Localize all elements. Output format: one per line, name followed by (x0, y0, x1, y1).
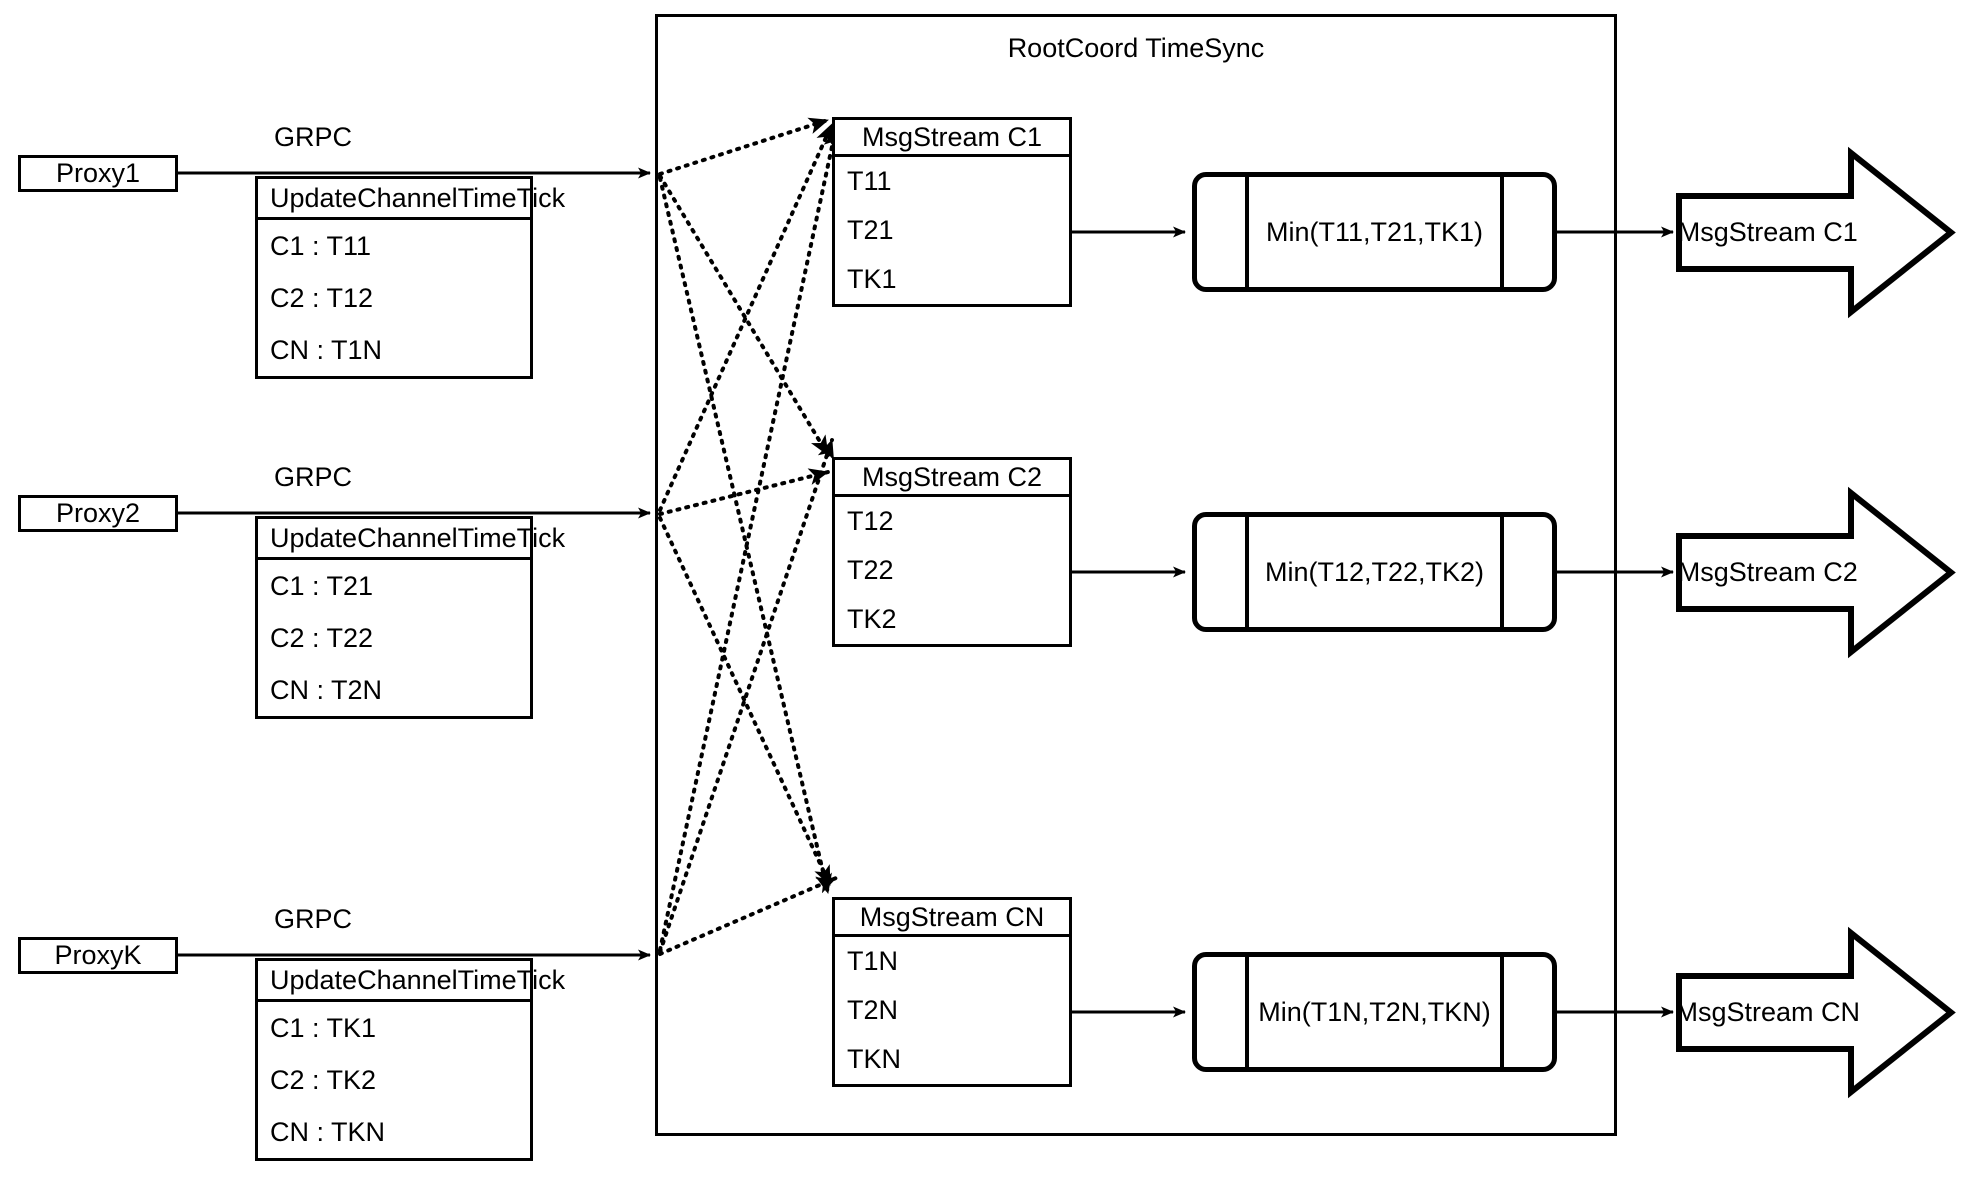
rootcoord-timesync-container (655, 14, 1617, 1136)
proxy-box-2[interactable]: Proxy2 (18, 495, 178, 532)
msgstream-row: TKN (847, 1044, 901, 1074)
msgstream-row: TK1 (847, 264, 897, 294)
msgstream-row: T12 (847, 506, 894, 536)
processor-divider-left (1245, 517, 1249, 627)
msgstream-title-c1: MsgStream C1 (835, 120, 1069, 157)
request-record-row: C2 : T12 (270, 282, 374, 313)
msgstream-row: TK2 (847, 604, 897, 634)
msgstream-body-c2: T12 T22 TK2 (835, 497, 1069, 644)
request-record-body-k: C1 : TK1 C2 : TK2 CN : TKN (258, 1002, 530, 1158)
processor-divider-right (1500, 957, 1504, 1067)
msgstream-row: T1N (847, 946, 899, 976)
grpc-label-k: GRPC (253, 904, 373, 935)
msgstream-row: T21 (847, 215, 894, 245)
processor-divider-left (1245, 957, 1249, 1067)
msgstream-record-cn: MsgStream CN T1N T2N TKN (832, 897, 1072, 1087)
msgstream-row: T11 (847, 166, 892, 196)
request-record-row: CN : TKN (270, 1116, 386, 1147)
rootcoord-timesync-title: RootCoord TimeSync (1007, 33, 1265, 63)
request-record-title-k: UpdateChannelTimeTick (258, 961, 565, 1002)
min-processor-c1: Min(T11,T21,TK1) (1192, 172, 1557, 292)
request-record-row: C1 : T21 (270, 570, 374, 601)
msgstream-record-c1: MsgStream C1 T11 T21 TK1 (832, 117, 1072, 307)
min-processor-label-c1: Min(T11,T21,TK1) (1265, 216, 1484, 247)
processor-divider-right (1500, 177, 1504, 287)
request-record-body-1: C1 : T11 C2 : T12 CN : T1N (258, 220, 530, 376)
msgstream-title-c2: MsgStream C2 (835, 460, 1069, 497)
request-record-row: C2 : TK2 (270, 1064, 377, 1095)
msgstream-row: T2N (847, 995, 899, 1025)
request-record-row: C1 : TK1 (270, 1012, 377, 1043)
request-record-row: C1 : T11 (270, 230, 372, 261)
output-block-arrow-c2: MsgStream C2 (1676, 486, 1956, 659)
request-record-row: CN : T2N (270, 674, 383, 705)
request-record-title-2: UpdateChannelTimeTick (258, 519, 565, 560)
output-block-arrow-label-cn: MsgStream CN (1675, 997, 1860, 1027)
request-record-k: UpdateChannelTimeTick C1 : TK1 C2 : TK2 … (255, 958, 565, 1161)
request-record-row: CN : T1N (270, 334, 383, 365)
output-block-arrow-label-c1: MsgStream C1 (1677, 217, 1858, 247)
proxy-box-1[interactable]: Proxy1 (18, 155, 178, 192)
msgstream-row: T22 (847, 555, 894, 585)
min-processor-label-c2: Min(T12,T22,TK2) (1264, 556, 1485, 587)
output-block-arrow-cn: MsgStream CN (1675, 926, 1956, 1099)
msgstream-body-cn: T1N T2N TKN (835, 937, 1069, 1084)
min-processor-cn: Min(T1N,T2N,TKN) (1192, 952, 1557, 1072)
request-record-title-1: UpdateChannelTimeTick (258, 179, 565, 220)
msgstream-title-cn: MsgStream CN (835, 900, 1069, 937)
proxy-box-k[interactable]: ProxyK (18, 937, 178, 974)
grpc-label-2: GRPC (253, 462, 373, 493)
msgstream-record-c2: MsgStream C2 T12 T22 TK2 (832, 457, 1072, 647)
processor-divider-left (1245, 177, 1249, 287)
grpc-label-1: GRPC (253, 122, 373, 153)
min-processor-label-cn: Min(T1N,T2N,TKN) (1258, 996, 1491, 1027)
output-block-arrow-c1: MsgStream C1 (1676, 146, 1956, 319)
request-record-1: UpdateChannelTimeTick C1 : T11 C2 : T12 … (255, 176, 565, 379)
request-record-2: UpdateChannelTimeTick C1 : T21 C2 : T22 … (255, 516, 565, 719)
request-record-row: C2 : T22 (270, 622, 374, 653)
output-block-arrow-label-c2: MsgStream C2 (1677, 557, 1858, 587)
min-processor-c2: Min(T12,T22,TK2) (1192, 512, 1557, 632)
processor-divider-right (1500, 517, 1504, 627)
request-record-body-2: C1 : T21 C2 : T22 CN : T2N (258, 560, 530, 716)
msgstream-body-c1: T11 T21 TK1 (835, 157, 1069, 304)
